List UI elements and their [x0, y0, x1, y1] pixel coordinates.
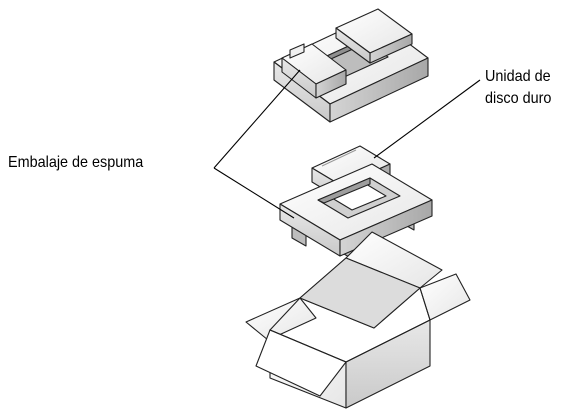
top-foam-piece [273, 8, 429, 123]
label-hard-drive: Unidad de disco duro [485, 66, 551, 110]
callout-line-foam-bottom [213, 167, 295, 219]
label-hard-drive-line1: Unidad de [485, 68, 551, 85]
callout-lines [213, 69, 481, 219]
label-foam-packaging: Embalaje de espuma [8, 154, 144, 171]
callout-line-drive [373, 79, 481, 159]
open-carton [245, 231, 471, 409]
callout-line-foam-top [213, 69, 301, 169]
label-hard-drive-line2: disco duro [485, 90, 552, 107]
